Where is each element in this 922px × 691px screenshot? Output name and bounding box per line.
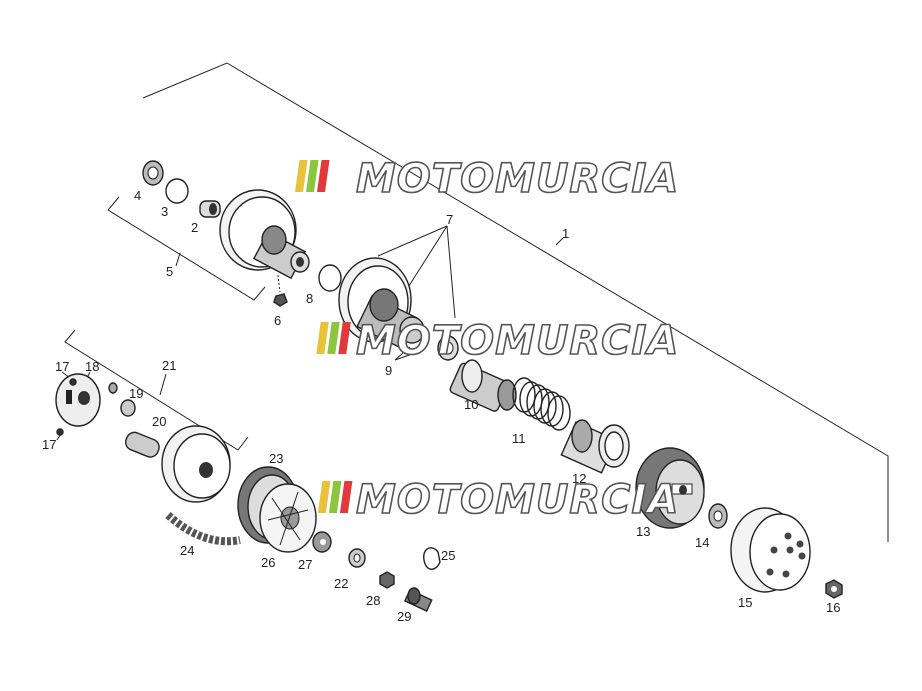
watermark-stripe-green: [328, 481, 342, 513]
callout-22: 22: [334, 576, 348, 591]
part-19-roller: [108, 382, 136, 417]
part-20-bushing: [124, 431, 160, 458]
watermark-text: MOTOMURCIA: [356, 318, 679, 364]
part-9-seal: [437, 335, 459, 361]
part-24-belt: [165, 512, 241, 546]
watermark-top: MOTOMURCIA: [295, 155, 679, 203]
callout-11: 11: [512, 431, 526, 446]
callout-18: 18: [85, 359, 99, 374]
callout-8: 8: [306, 291, 313, 306]
callout-25: 25: [441, 548, 455, 563]
callout-15: 15: [738, 595, 752, 610]
part-25-clip: [423, 547, 441, 570]
part-10-sleeve: [449, 359, 517, 412]
part-4-bearing: [142, 160, 164, 186]
callout-12: 12: [572, 471, 586, 486]
watermark-stripe-green: [327, 322, 340, 354]
watermark-text: MOTOMURCIA: [356, 477, 679, 523]
callout-29: 29: [397, 609, 411, 624]
part-26-fan: [259, 483, 317, 553]
assembly-bracket-1: [142, 62, 889, 542]
watermark-stripe-green: [306, 160, 319, 192]
callout-28: 28: [366, 593, 380, 608]
part-2-bush: [199, 200, 221, 218]
watermark-middle: MOTOMURCIA: [316, 317, 679, 365]
watermark-stripe-yellow: [295, 160, 308, 192]
part-22-washer: [348, 548, 366, 568]
assembly-bracket-5: [107, 196, 266, 301]
part-12-cup: [560, 419, 630, 474]
part-21-drive-pulley: [161, 425, 231, 503]
callout-26: 26: [261, 555, 275, 570]
callout-10: 10: [464, 397, 478, 412]
part-15-clutch-bell: [730, 507, 811, 593]
callout-1: 1: [562, 226, 569, 241]
part-29-pinion: [403, 587, 433, 612]
callout-3: 3: [161, 204, 168, 219]
callout-9: 9: [385, 363, 392, 378]
part-28-nut: [379, 571, 395, 589]
part-13-clutch: [635, 447, 705, 529]
callout-21: 21: [162, 358, 176, 373]
part-14-washer: [708, 503, 728, 529]
part-27-nut: [312, 531, 332, 553]
callout-16: 16: [826, 600, 840, 615]
part-17-slider: [56, 378, 77, 436]
callout-13: 13: [636, 524, 650, 539]
callout-7: 7: [446, 212, 453, 227]
callout-4: 4: [134, 188, 141, 203]
assembly-bracket-21: [64, 329, 249, 451]
callout-17-bottom: 17: [42, 437, 56, 452]
watermark-stripe-red: [339, 481, 353, 513]
callout-6: 6: [274, 313, 281, 328]
watermark-stripe-yellow: [316, 322, 329, 354]
callout-labels: 1 2 3 4 5 6 7 8 9 10 11 12 13 14 15 16 1…: [42, 188, 840, 624]
part-3-circlip: [165, 178, 189, 204]
watermark-bottom: MOTOMURCIA: [317, 476, 679, 524]
watermark-stripe-yellow: [317, 481, 331, 513]
callout-2: 2: [191, 220, 198, 235]
part-8-circlip: [318, 264, 342, 292]
callout-19: 19: [129, 386, 143, 401]
watermark-text: MOTOMURCIA: [356, 156, 679, 202]
callout-20: 20: [152, 414, 166, 429]
part-18-ramp-plate: [55, 373, 101, 427]
part-11-spring: [512, 377, 571, 431]
part-16-nut: [825, 579, 843, 599]
watermark-stripe-red: [338, 322, 351, 354]
callout-14: 14: [695, 535, 709, 550]
callout-24: 24: [180, 543, 194, 558]
callout-17-top: 17: [55, 359, 69, 374]
watermark-stripe-red: [317, 160, 330, 192]
callout-27: 27: [298, 557, 312, 572]
callout-5: 5: [166, 264, 173, 279]
part-6-screw: [273, 274, 288, 307]
part-7-movable-pulley: [338, 257, 425, 350]
part-5-pulley-half: [219, 189, 310, 280]
callout-23: 23: [269, 451, 283, 466]
